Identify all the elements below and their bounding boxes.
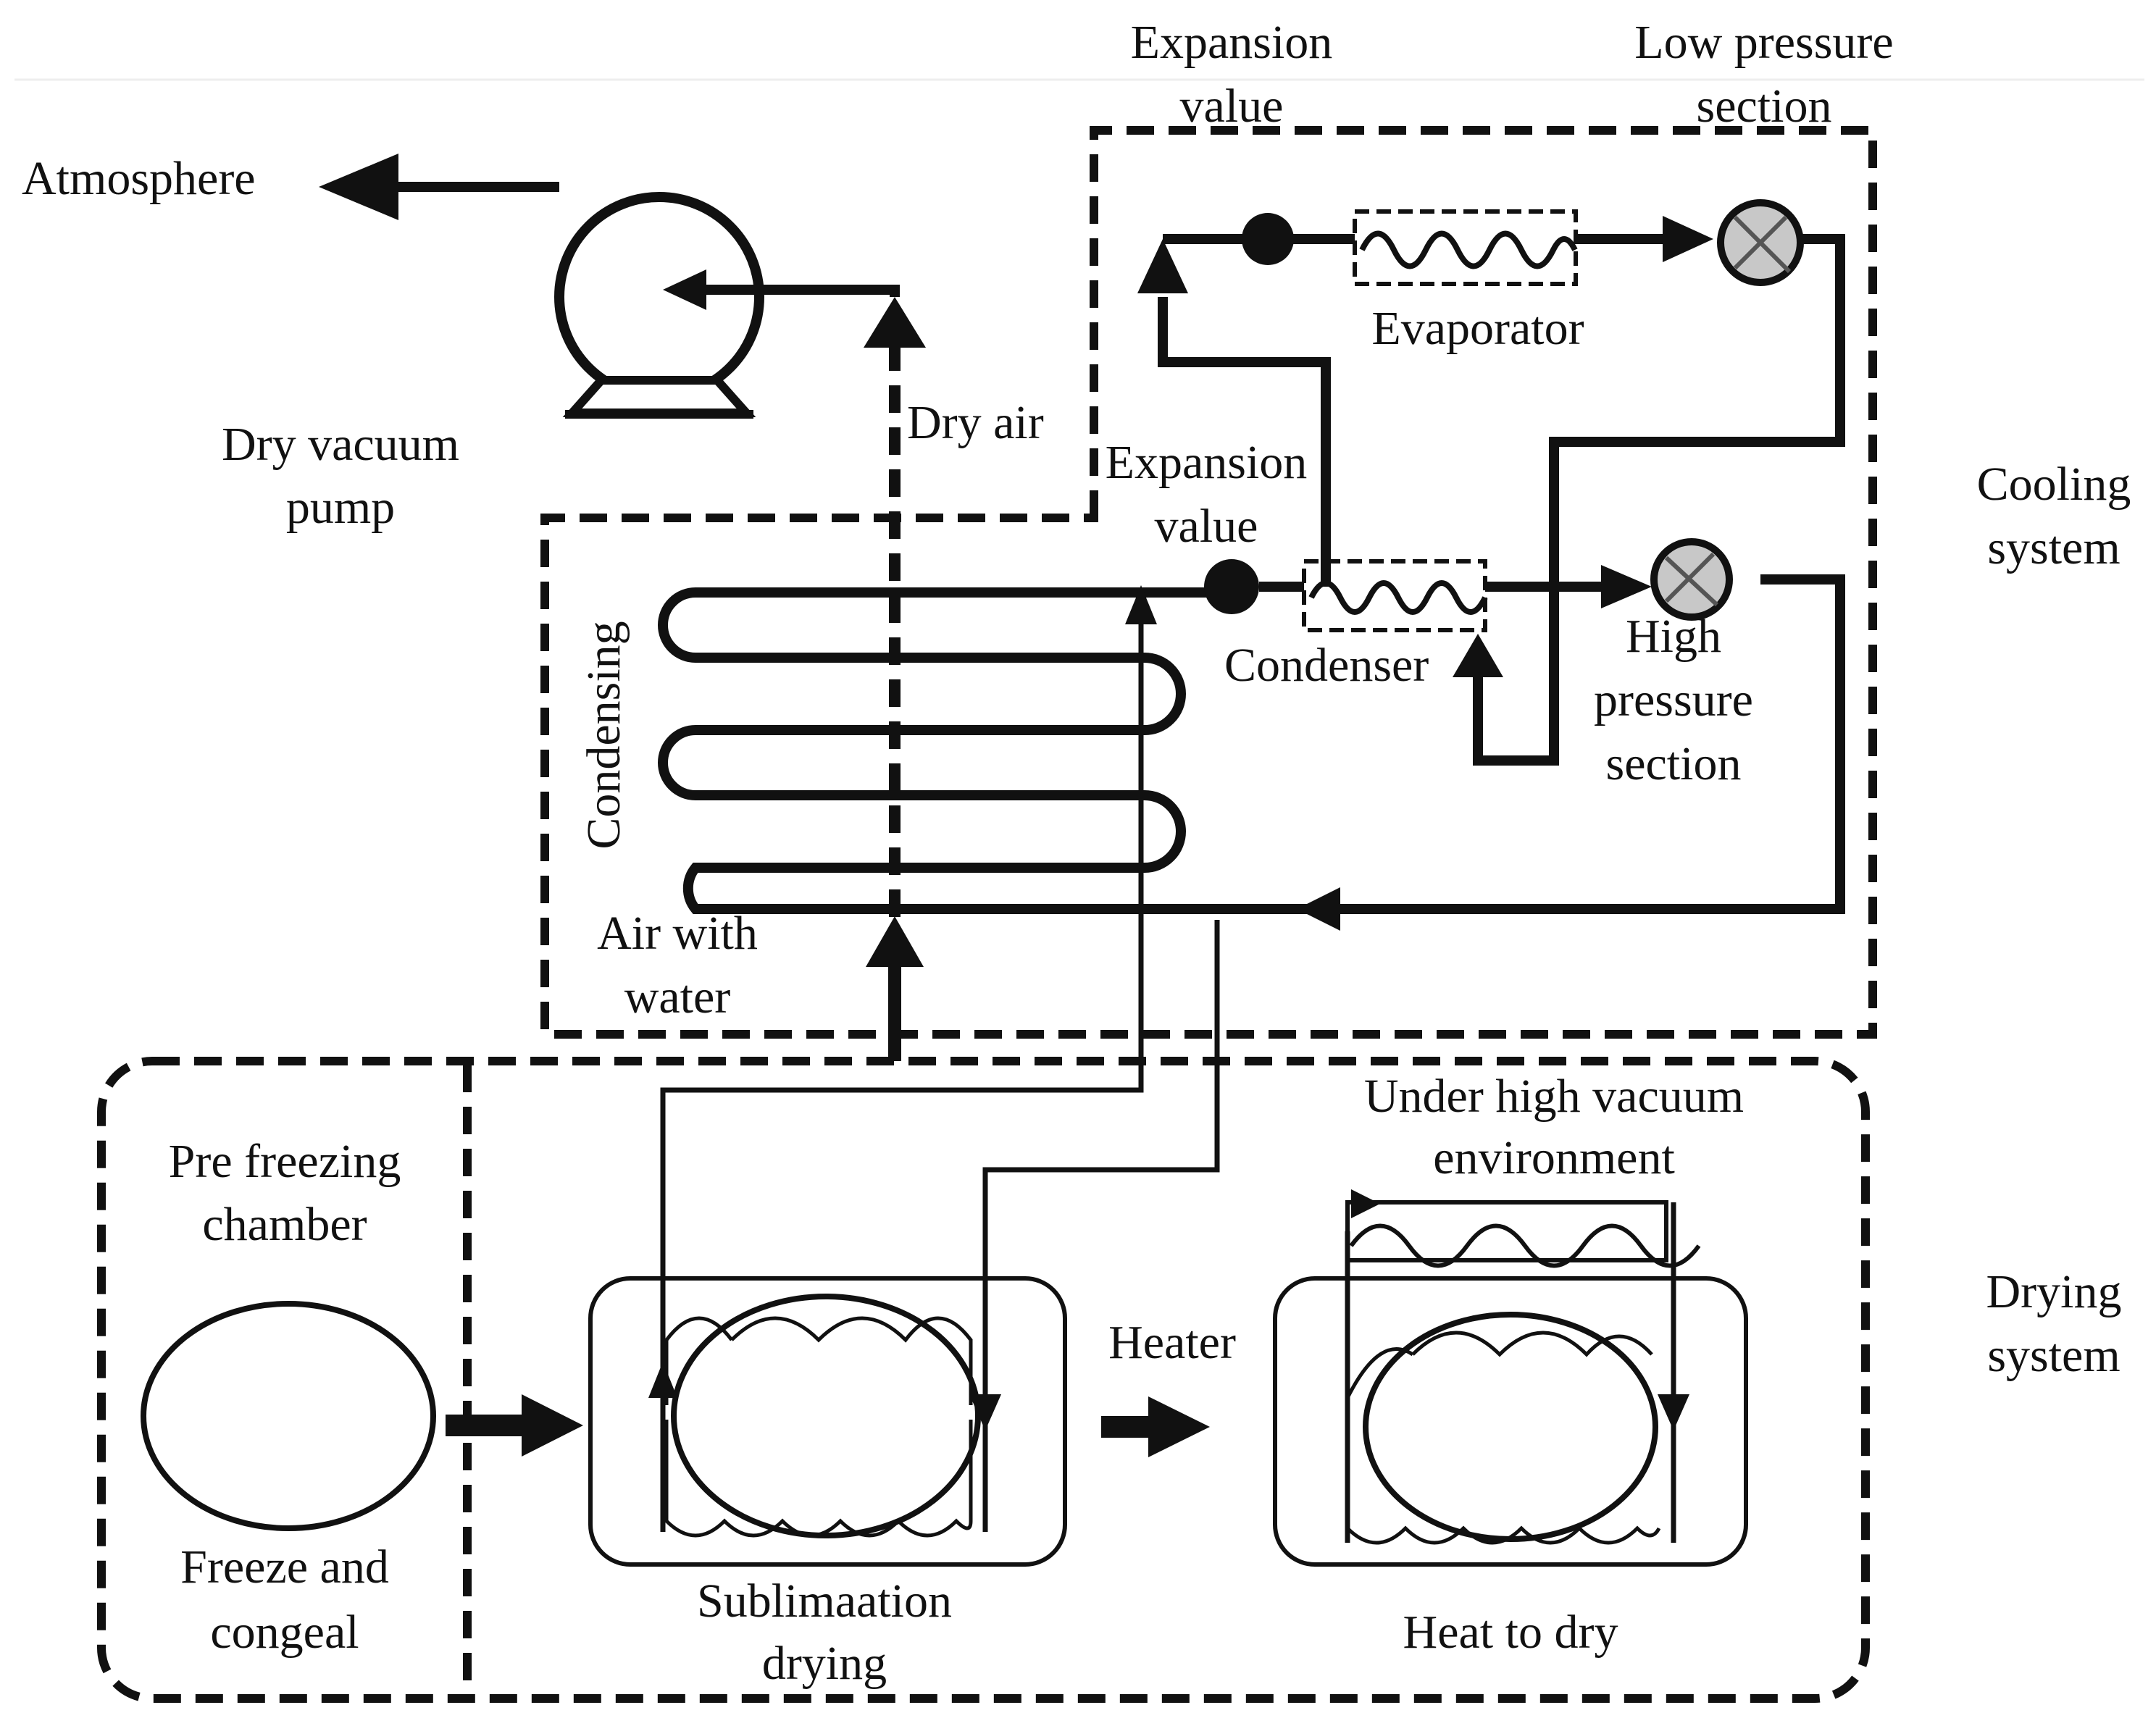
expansion-valve-mid-icon — [1204, 559, 1259, 614]
expansion-value-mid-label-1: Expansion — [1106, 436, 1308, 489]
dry-vacuum-pump-label-1: Dry vacuum — [222, 418, 459, 471]
dry-vacuum-pump-icon — [554, 192, 764, 419]
riser-left-arrow-icon — [1125, 585, 1157, 624]
evaporator-label: Evaporator — [1371, 302, 1584, 355]
dry-air-arrow-icon — [864, 297, 926, 348]
heat-to-dry-pipes — [1345, 1202, 1676, 1543]
condenser-coil — [1308, 580, 1488, 615]
pre-freezing-label-1: Pre freezing — [169, 1135, 401, 1188]
condenser-outlet-arrow-icon — [1601, 565, 1652, 608]
under-high-vacuum-label-1: Under high vacuum — [1364, 1070, 1744, 1123]
sublimation-coil — [664, 1316, 973, 1538]
pump-inlet-arrow-icon — [663, 269, 706, 310]
evaporator-box — [1353, 209, 1578, 286]
expansion-value-mid-label-2: value — [1155, 500, 1258, 553]
air-with-water-arrow-icon — [866, 916, 924, 967]
low-pressure-label-1: Low pressure — [1634, 16, 1893, 69]
heat-to-dry-coil-top — [1345, 1331, 1653, 1399]
under-high-vacuum-label-2: environment — [1433, 1131, 1675, 1184]
cooling-system-boundary — [540, 126, 1877, 1039]
condensing-coil — [658, 574, 1845, 914]
air-with-water-label-2: water — [624, 971, 731, 1023]
transfer-arrow-2-icon — [1148, 1396, 1210, 1457]
dry-vacuum-pump-label-2: pump — [286, 481, 395, 534]
cooling-system-label-1: Cooling — [1977, 458, 2131, 511]
heat-to-dry-coil-bottom — [1346, 1525, 1661, 1545]
pre-freeze-product-icon — [141, 1301, 436, 1531]
sublimation-product-icon — [671, 1294, 981, 1538]
low-pressure-compressor-icon — [1717, 199, 1804, 286]
condensing-label: Condensing — [577, 621, 630, 849]
low-pressure-label-2: section — [1697, 80, 1832, 133]
high-pressure-compressor-icon — [1650, 538, 1733, 621]
heat-to-dry-down-arrow-icon — [1658, 1394, 1689, 1430]
cooling-system-label-2: system — [1987, 521, 2120, 574]
condenser-feed-arrow-icon — [1453, 634, 1503, 677]
heat-to-dry-chamber — [1273, 1276, 1748, 1567]
heat-to-dry-product-icon — [1363, 1312, 1658, 1542]
high-pressure-label-1: High — [1626, 610, 1721, 663]
sublimation-return-right — [982, 920, 1220, 1532]
heat-to-dry-label: Heat to dry — [1403, 1606, 1618, 1659]
expansion-value-top-label-2: value — [1180, 80, 1284, 133]
pre-freezing-label-2: chamber — [202, 1198, 367, 1251]
drying-system-label-2: system — [1987, 1329, 2120, 1382]
sublimation-drying-label-2: drying — [762, 1637, 887, 1690]
cooling-loop-line — [1158, 297, 1331, 587]
sublimation-riser-left — [660, 623, 1144, 1532]
heater-coil — [1349, 1223, 1701, 1268]
atmosphere-label: Atmosphere — [22, 152, 256, 205]
evaporator-coil — [1359, 230, 1578, 269]
expansion-value-top-label-1: Expansion — [1131, 16, 1333, 69]
sublimation-down-arrow-icon — [969, 1394, 1001, 1430]
freeze-congeal-label-1: Freeze and — [180, 1541, 389, 1593]
high-pressure-label-3: section — [1606, 737, 1742, 790]
cooling-loop-arrow-icon — [1137, 239, 1188, 293]
transfer-arrow-1-icon — [522, 1394, 583, 1457]
sublimation-chamber — [588, 1276, 1067, 1567]
sublimation-up-arrow-icon — [648, 1362, 677, 1398]
heater-arrow-icon — [1351, 1189, 1380, 1218]
low-pressure-discharge-line — [1473, 234, 1845, 766]
return-arrow-icon — [1297, 887, 1340, 931]
drying-system-label-1: Drying — [1986, 1265, 2122, 1318]
dry-air-label: Dry air — [907, 396, 1044, 449]
heater-label: Heater — [1108, 1316, 1236, 1369]
high-pressure-label-2: pressure — [1594, 674, 1753, 726]
air-with-water-label-1: Air with — [597, 907, 758, 960]
condenser-label: Condenser — [1224, 639, 1429, 692]
exhaust-arrow-icon — [319, 154, 398, 220]
evap-outlet-arrow-icon — [1663, 216, 1713, 262]
condenser-box — [1302, 559, 1487, 632]
freeze-congeal-label-2: congeal — [210, 1606, 359, 1659]
sublimation-drying-label-1: Sublimaation — [697, 1575, 952, 1627]
